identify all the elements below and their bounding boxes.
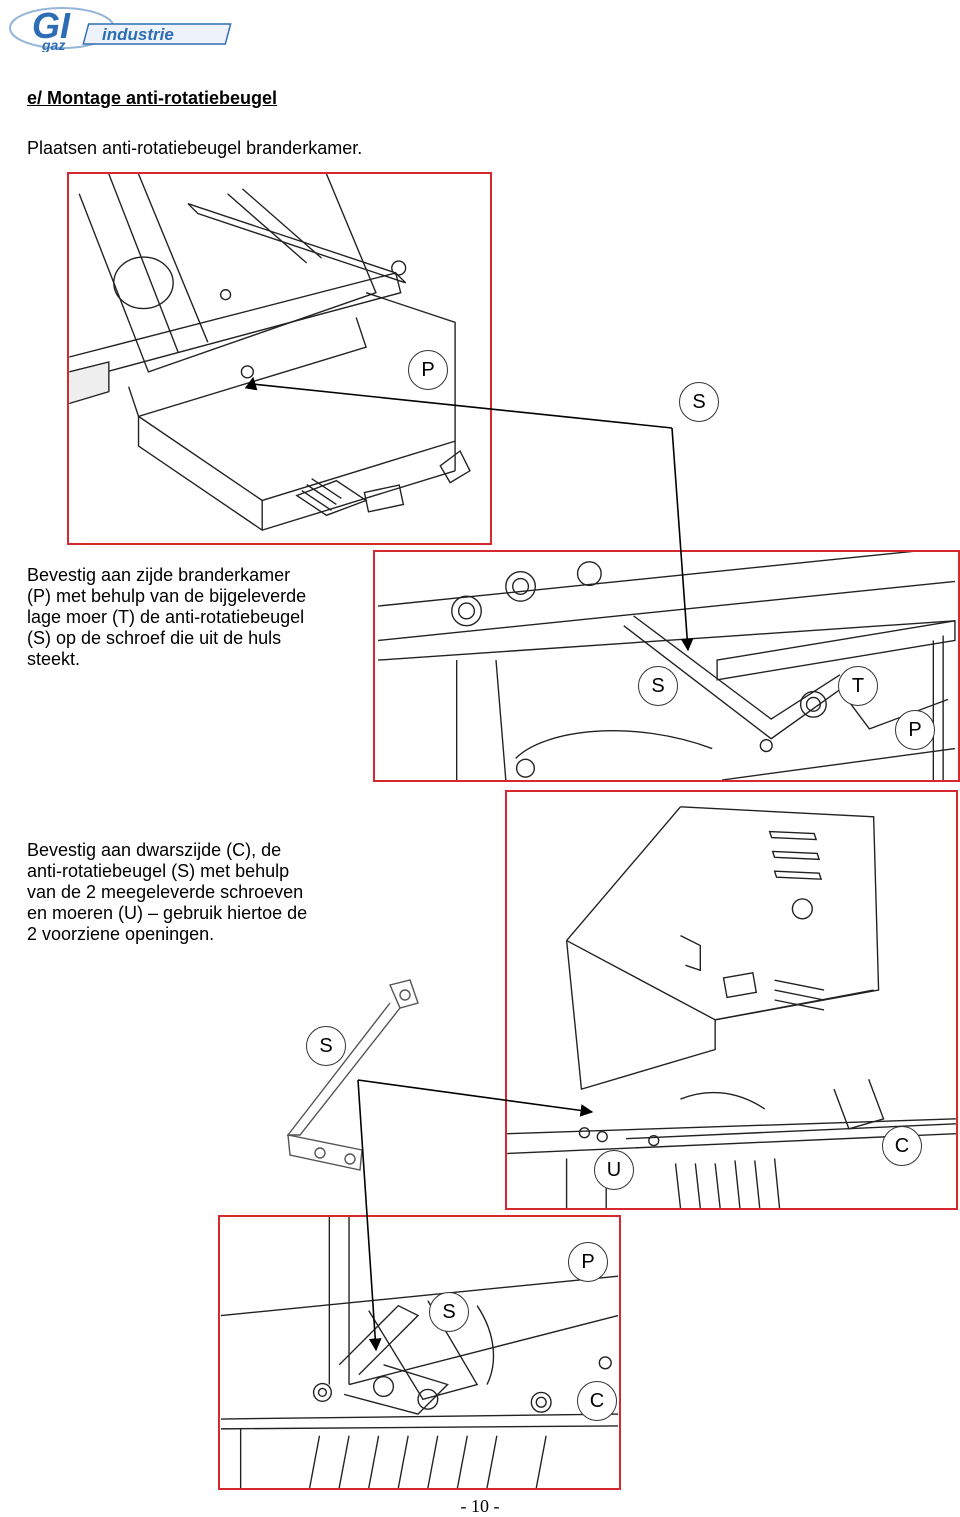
callout-p: P [408, 350, 448, 390]
section-title: e/ Montage anti-rotatiebeugel [27, 88, 278, 108]
callout-p: P [568, 1242, 608, 1282]
callout-u: U [594, 1150, 634, 1190]
logo-gaz: gaz [41, 37, 65, 52]
bracket-drawing [280, 975, 430, 1175]
instruction-cross: Bevestig aan dwarszijde (C), de anti-rot… [27, 840, 308, 944]
logo-letters: GI [32, 5, 71, 46]
figure-side-detail [373, 550, 960, 782]
callout-s: S [429, 1292, 469, 1332]
callout-s: S [679, 382, 719, 422]
callout-s: S [306, 1026, 346, 1066]
logo-industrie: industrie [102, 25, 174, 44]
callout-t: T [838, 666, 878, 706]
callout-c: C [577, 1381, 617, 1421]
callout-c: C [882, 1126, 922, 1166]
intro-text: Plaatsen anti-rotatiebeugel branderkamer… [27, 138, 363, 158]
company-logo: GI gaz industrie [2, 4, 242, 53]
figure-bottom-detail [218, 1215, 621, 1490]
page-number: - 10 - [460, 1496, 500, 1516]
instruction-side: Bevestig aan zijde branderkamer (P) met … [27, 565, 307, 669]
callout-s: S [638, 666, 678, 706]
callout-p: P [895, 710, 935, 750]
